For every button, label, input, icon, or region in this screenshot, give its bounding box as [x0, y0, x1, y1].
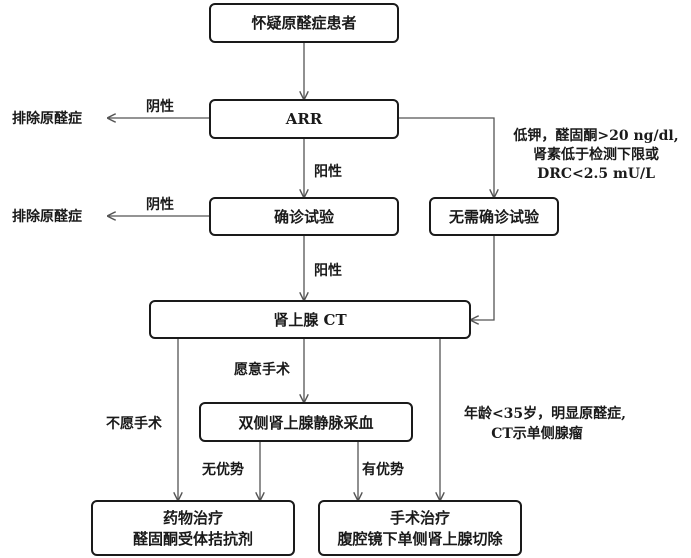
edge-labels: 排除原醛症 阴性 阳性 排除原醛症 阴性 阳性 低钾，醛固酮>20 ng/dl,…	[12, 98, 679, 478]
node-avs: 双侧肾上腺静脉采血	[238, 414, 373, 432]
node-arr-box	[209, 99, 399, 139]
node-adrenal-ct-box	[149, 300, 471, 339]
label-has-advantage: 有优势	[362, 461, 404, 478]
node-arr: ARR	[285, 110, 323, 128]
node-adrenal-ct: 肾上腺 CT	[273, 311, 347, 329]
edges	[108, 42, 494, 500]
node-drug-line1: 药物治疗	[163, 509, 223, 527]
label-skip-line2: 肾素低于检测下限或	[533, 146, 659, 163]
label-negative-2: 阴性	[146, 196, 174, 213]
node-labels: 怀疑原醛症患者 ARR 确诊试验 无需确诊试验 肾上腺 CT 双侧肾上腺静脉采血…	[133, 14, 540, 548]
label-no-advantage: 无优势	[201, 461, 244, 478]
node-drug-box	[91, 500, 295, 556]
node-surgery-line1: 手术治疗	[390, 509, 450, 527]
node-confirm-test: 确诊试验	[274, 208, 335, 226]
label-young-line2: CT示单侧腺瘤	[491, 425, 583, 442]
node-suspect-box	[209, 3, 399, 43]
node-avs-box	[199, 402, 413, 442]
node-surgery-line2: 腹腔镜下单侧肾上腺切除	[337, 530, 503, 548]
label-unwilling-surgery: 不愿手术	[106, 415, 162, 432]
label-willing-surgery: 愿意手术	[234, 361, 290, 378]
node-no-confirm-box	[429, 197, 559, 236]
nodes	[91, 3, 559, 556]
edge-no-confirm-to-ct	[471, 235, 495, 320]
node-drug-line2: 醛固酮受体拮抗剂	[133, 530, 253, 548]
label-exclude-1: 排除原醛症	[12, 110, 82, 127]
edge-arr-to-no-confirm	[398, 117, 494, 197]
label-positive-2: 阳性	[314, 262, 342, 279]
node-no-confirm: 无需确诊试验	[448, 208, 540, 226]
label-young-line1: 年龄<35岁，明显原醛症,	[464, 405, 626, 422]
label-skip-line1: 低钾，醛固酮>20 ng/dl,	[512, 127, 678, 144]
label-positive-1: 阳性	[314, 163, 342, 180]
label-negative-1: 阴性	[146, 98, 174, 115]
node-confirm-test-box	[209, 197, 399, 236]
node-surgery-box	[318, 500, 522, 556]
label-skip-line3: DRC<2.5 mU/L	[537, 166, 655, 182]
label-exclude-2: 排除原醛症	[12, 208, 82, 225]
node-suspect: 怀疑原醛症患者	[251, 14, 356, 32]
